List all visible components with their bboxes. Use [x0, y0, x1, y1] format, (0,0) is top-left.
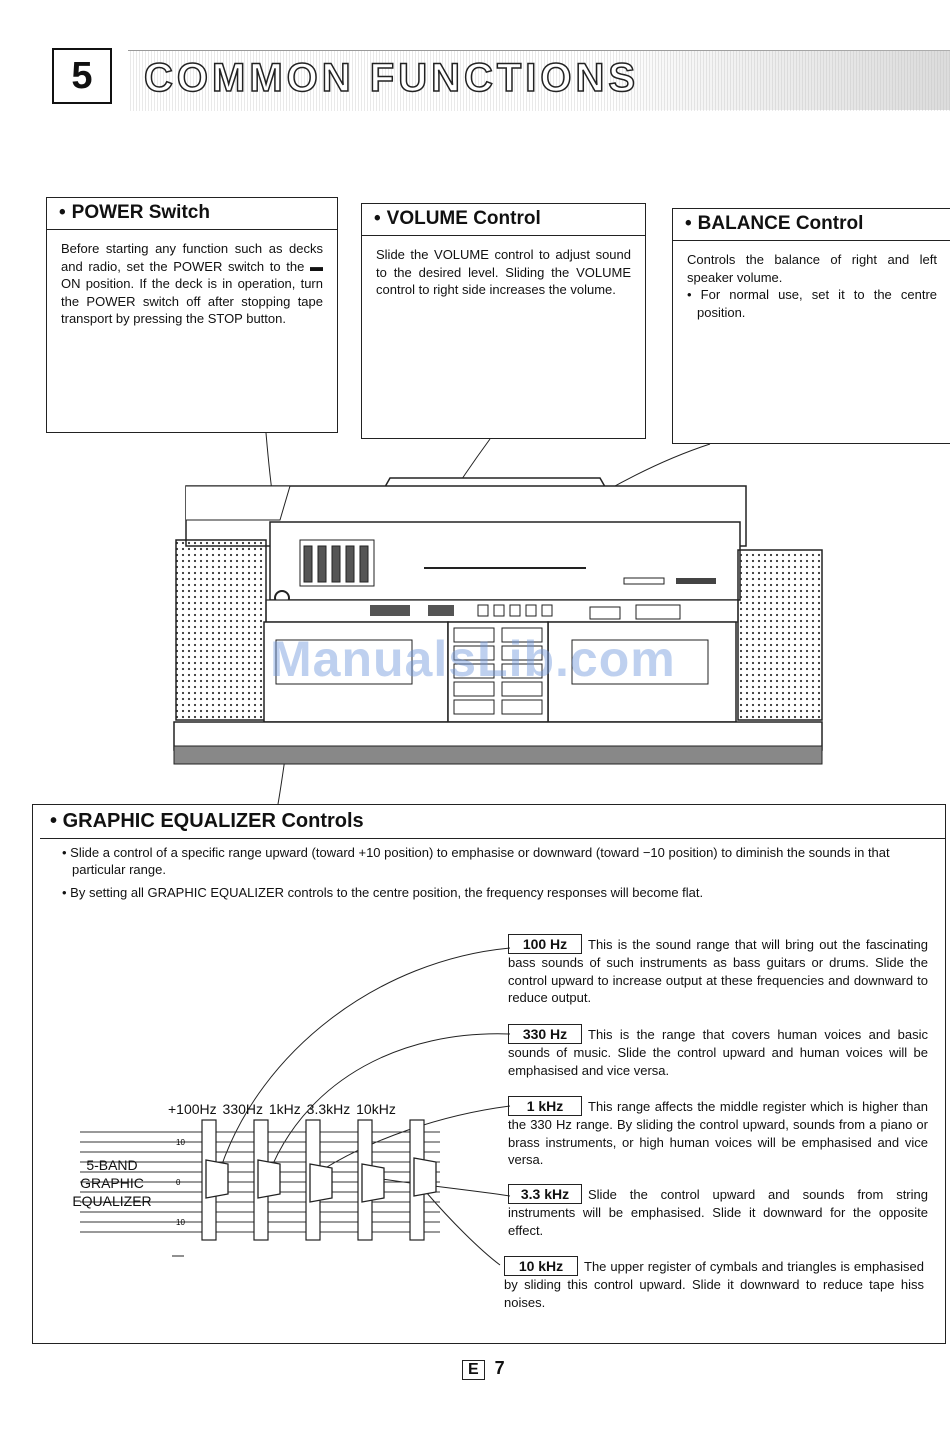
band-3-3khz-text: Slide the control upward and sounds from… — [508, 1187, 928, 1238]
equalizer-box — [32, 804, 946, 1344]
slider-tracks — [201, 1119, 425, 1241]
band-leader-lines — [219, 947, 511, 1266]
scale-mid: 0 — [176, 1178, 181, 1187]
page-title: COMMON FUNCTIONS — [143, 55, 640, 101]
equalizer-bullet-1-text: Slide a control of a specific range upwa… — [70, 845, 890, 877]
power-body: Before starting any function such as dec… — [61, 241, 323, 326]
function-buttons — [477, 604, 681, 620]
balance-control-box: •BALANCE Control Controls the balance of… — [672, 208, 950, 444]
slider-knobs — [205, 1157, 437, 1203]
balance-body: Controls the balance of right and left s… — [673, 241, 950, 321]
frequency-labels: +100Hz 330Hz 1kHz 3.3kHz 10kHz — [168, 1101, 396, 1117]
watermark: ManualsLib.com — [270, 631, 676, 687]
band-100hz-label: 100 Hz — [508, 934, 582, 954]
band-3-3khz-label: 3.3 kHz — [508, 1184, 582, 1204]
language-code: E — [462, 1360, 485, 1380]
balance-heading: •BALANCE Control — [673, 209, 950, 241]
volume-slider — [370, 605, 410, 616]
band-330hz-text: This is the range that covers human voic… — [508, 1027, 928, 1078]
transport-keys — [453, 627, 543, 715]
equalizer-bullet-1: • Slide a control of a specific range up… — [62, 845, 890, 877]
device-illustration — [173, 432, 823, 805]
equalizer-heading: • GRAPHIC EQUALIZER Controls — [50, 810, 364, 832]
equalizer-illustration: 10 0 10 — [80, 947, 511, 1266]
right-speaker — [737, 549, 823, 721]
balance-heading-text: BALANCE Control — [697, 213, 864, 234]
deck-a-window — [275, 639, 413, 685]
volume-heading-text: VOLUME Control — [386, 208, 541, 229]
base — [173, 721, 823, 751]
scale-bottom: 10 — [176, 1218, 185, 1227]
band-10khz-text: The upper register of cymbals and triang… — [504, 1259, 924, 1310]
power-heading: •POWER Switch — [47, 198, 337, 230]
power-heading-text: POWER Switch — [71, 202, 210, 223]
band-1khz-label: 1 kHz — [508, 1096, 582, 1116]
volume-body: Slide the VOLUME control to adjust sound… — [376, 247, 631, 297]
section-number: 5 — [52, 48, 112, 104]
logo-plate — [676, 578, 716, 584]
volume-control-box: •VOLUME Control Slide the VOLUME control… — [361, 203, 646, 439]
equalizer-bullets: • Slide a control of a specific range up… — [62, 844, 930, 901]
scale-top: 10 — [176, 1138, 185, 1147]
equalizer-bullet-2: • By setting all GRAPHIC EQUALIZER contr… — [62, 885, 704, 900]
balance-slider — [428, 605, 454, 616]
equalizer-caption: 5-BAND GRAPHIC EQUALIZER — [72, 1157, 152, 1209]
page-number: 7 — [494, 1358, 505, 1378]
balance-bullet: • For normal use, set it to the centre p… — [687, 287, 937, 320]
eq-sliders-mini — [299, 539, 375, 587]
top-left-edge — [186, 485, 291, 521]
equalizer-heading-rule — [40, 838, 946, 839]
label-plate — [623, 577, 665, 585]
equalizer-heading-text: GRAPHIC EQUALIZER Controls — [62, 810, 364, 832]
base-strip — [173, 745, 823, 765]
volume-heading: •VOLUME Control — [362, 204, 645, 236]
balance-bullet-text: For normal use, set it to the centre pos… — [697, 287, 937, 320]
band-10khz-label: 10 kHz — [504, 1256, 578, 1276]
equalizer-bullet-2-text: By setting all GRAPHIC EQUALIZER control… — [70, 885, 704, 900]
title-band-texture — [600, 50, 950, 110]
band-100hz-text: This is the sound range that will bring … — [508, 937, 928, 1005]
deck-b-window — [571, 639, 709, 685]
power-switch-box: •POWER Switch Before starting any functi… — [46, 197, 338, 433]
balance-body-text: Controls the balance of right and left s… — [687, 252, 937, 285]
band-330hz-label: 330 Hz — [508, 1024, 582, 1044]
left-speaker — [175, 539, 267, 721]
band-1khz-text: This range affects the middle register w… — [508, 1099, 928, 1167]
